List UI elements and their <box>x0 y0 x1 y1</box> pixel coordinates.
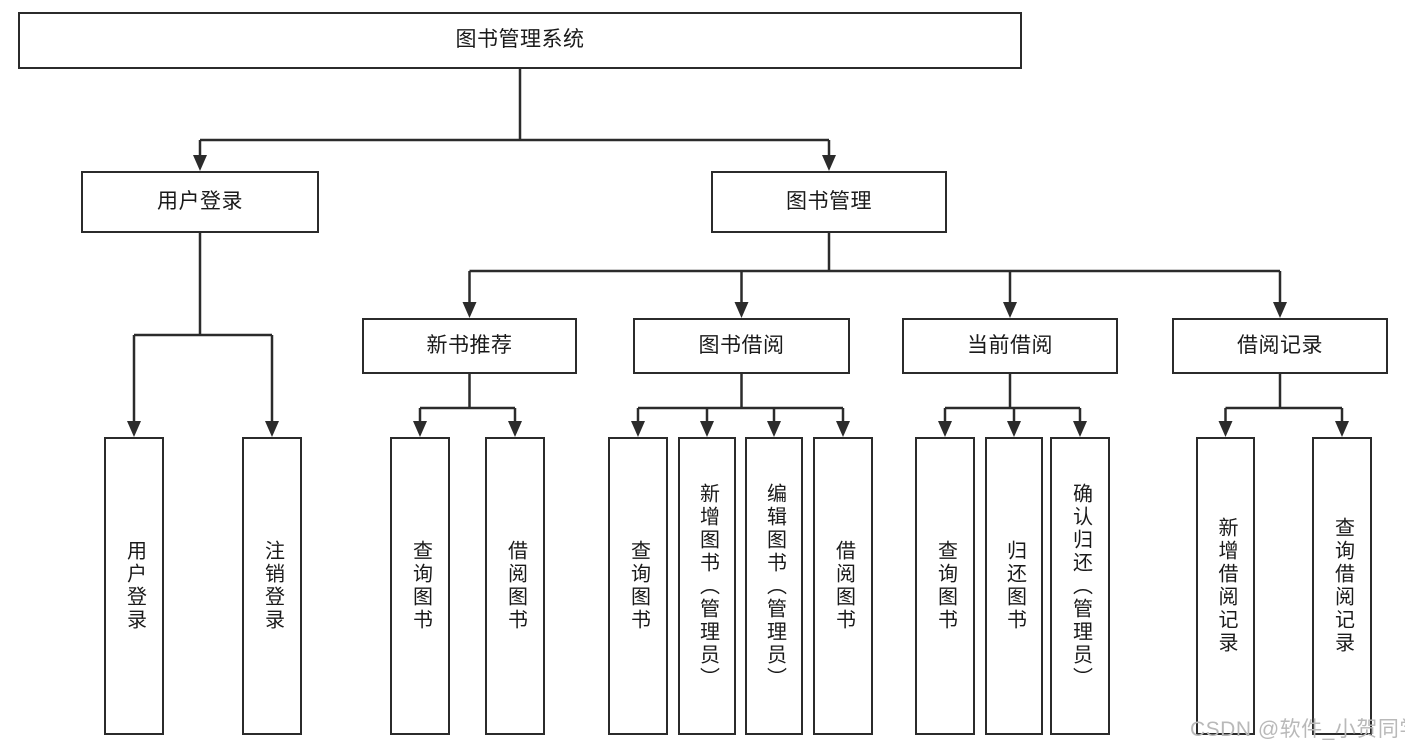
node-leaf-confirm-return[interactable]: 确认归还（管理员） <box>1050 437 1110 735</box>
node-leaf-user-logout[interactable]: 注销登录 <box>242 437 302 735</box>
node-label: 图书借阅 <box>698 333 785 357</box>
node-leaf-query-record[interactable]: 查询借阅记录 <box>1312 437 1372 735</box>
arrowhead-icon <box>462 302 477 318</box>
arrowhead-icon <box>265 421 279 437</box>
arrowhead-icon <box>938 421 952 437</box>
arrowhead-icon <box>700 421 714 437</box>
node-leaf-edit-book[interactable]: 编辑图书（管理员） <box>745 437 803 735</box>
node-leaf-user-login[interactable]: 用户登录 <box>104 437 164 735</box>
arrowhead-icon <box>1273 302 1287 318</box>
node-root[interactable]: 图书管理系统 <box>18 12 1022 69</box>
node-leaf-return-book[interactable]: 归还图书 <box>985 437 1043 735</box>
node-leaf-query-book-rec[interactable]: 查询图书 <box>390 437 450 735</box>
arrowhead-icon <box>836 421 850 437</box>
arrowhead-icon <box>1003 302 1017 318</box>
node-label: 借阅图书 <box>832 540 855 632</box>
node-label: 新增图书（管理员） <box>696 482 719 690</box>
arrowhead-icon <box>1073 421 1087 437</box>
node-label: 注销登录 <box>261 540 284 632</box>
node-label: 新书推荐 <box>426 333 513 357</box>
arrowhead-icon <box>1218 421 1233 437</box>
node-label: 查询借阅记录 <box>1331 517 1354 655</box>
node-user-login[interactable]: 用户登录 <box>81 171 319 233</box>
node-leaf-query-book-bor[interactable]: 查询图书 <box>608 437 668 735</box>
node-label: 编辑图书（管理员） <box>763 482 786 690</box>
node-label: 查询图书 <box>409 540 432 632</box>
node-book-manage[interactable]: 图书管理 <box>711 171 947 233</box>
arrowhead-icon <box>508 421 522 437</box>
node-leaf-add-record[interactable]: 新增借阅记录 <box>1196 437 1255 735</box>
watermark: CSDN @软件_小贺同学 <box>1190 718 1405 741</box>
node-label: 查询图书 <box>934 540 957 632</box>
node-label: 当前借阅 <box>967 333 1053 357</box>
node-leaf-borrow-book-bor[interactable]: 借阅图书 <box>813 437 873 735</box>
node-label: 图书管理系统 <box>455 28 585 52</box>
arrowhead-icon <box>1007 421 1021 437</box>
arrowhead-icon <box>193 155 207 171</box>
arrowhead-icon <box>822 155 836 171</box>
node-label: 查询图书 <box>627 540 650 632</box>
node-leaf-add-book[interactable]: 新增图书（管理员） <box>678 437 736 735</box>
node-book-borrow[interactable]: 图书借阅 <box>633 318 850 374</box>
arrowhead-icon <box>1335 421 1349 437</box>
node-label: 确认归还（管理员） <box>1069 482 1092 690</box>
arrowhead-icon <box>413 421 427 437</box>
arrowhead-icon <box>127 421 141 437</box>
node-label: 借阅图书 <box>504 540 527 632</box>
node-new-book-rec[interactable]: 新书推荐 <box>362 318 577 374</box>
arrowhead-icon <box>631 421 645 437</box>
node-label: 图书管理 <box>786 189 872 213</box>
arrowhead-icon <box>767 421 781 437</box>
arrowhead-icon <box>734 302 749 318</box>
node-label: 借阅记录 <box>1237 333 1323 357</box>
node-label: 归还图书 <box>1003 540 1026 632</box>
node-leaf-query-book-cur[interactable]: 查询图书 <box>915 437 975 735</box>
node-label: 用户登录 <box>157 189 243 213</box>
node-current-borrow[interactable]: 当前借阅 <box>902 318 1118 374</box>
node-label: 用户登录 <box>123 540 146 632</box>
node-label: 新增借阅记录 <box>1215 517 1237 655</box>
node-leaf-borrow-book-rec[interactable]: 借阅图书 <box>485 437 545 735</box>
node-borrow-record[interactable]: 借阅记录 <box>1172 318 1388 374</box>
